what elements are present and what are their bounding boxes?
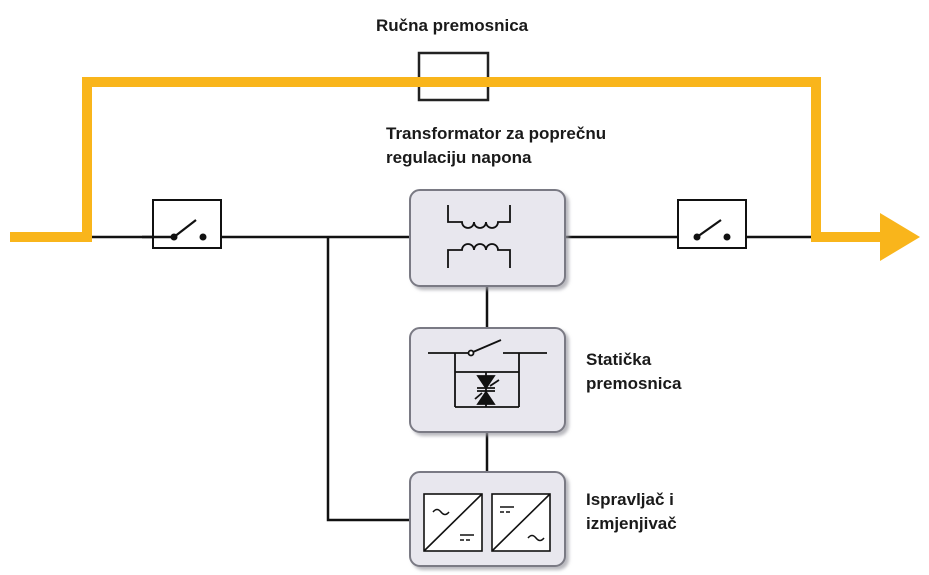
rectifier-inverter-module [409, 471, 566, 567]
manual-bypass-label: Ručna premosnica [376, 14, 528, 38]
static-bypass-label: Statička premosnica [586, 348, 681, 396]
manual-bypass-box [417, 51, 490, 102]
static-bypass-module [409, 327, 566, 433]
rectifier-inverter-label-line-1: Ispravljač i [586, 490, 674, 509]
power-flow-arrow-icon [880, 213, 920, 261]
ac-to-dc-icon [423, 493, 483, 552]
rectifier-inverter-label-line-2: izmjenjivač [586, 514, 677, 533]
rectifier-feed-line [326, 237, 412, 522]
manual-bypass-label-text: Ručna premosnica [376, 16, 529, 35]
power-flow-path [10, 77, 885, 242]
static-bypass-label-line-2: premosnica [586, 374, 682, 393]
static-bypass-label-line-1: Statička [586, 350, 652, 369]
transformer-label-line-2: regulaciju napona [386, 148, 532, 167]
dc-to-ac-icon [491, 493, 551, 552]
output-breaker-switch-icon [677, 199, 747, 249]
transformer-label: Transformator za poprečnu regulaciju nap… [386, 122, 606, 170]
input-breaker-switch-icon [142, 199, 222, 249]
transformer-module [409, 189, 566, 287]
transformer-label-line-1: Transformator za poprečnu [386, 124, 607, 143]
thyristor-switch-icon [428, 339, 547, 408]
rectifier-inverter-label: Ispravljač i izmjenjivač [586, 488, 677, 536]
transformer-coils-icon [447, 205, 511, 268]
